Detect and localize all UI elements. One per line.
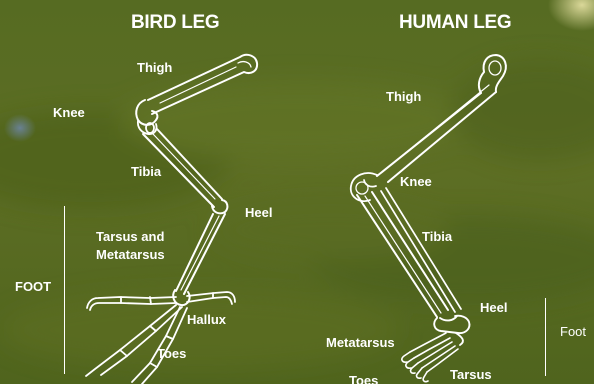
bird-tarsus-label-line2: Metatarsus: [96, 247, 165, 263]
human-foot-label: Foot: [560, 324, 586, 340]
human-tibia: [357, 192, 448, 317]
human-ankle-heel: [434, 316, 469, 345]
human-toes-label: Toes: [349, 373, 378, 384]
human-knee: [351, 173, 377, 201]
human-tibia-label: Tibia: [422, 229, 452, 245]
human-tarsus-label: Tarsus: [450, 367, 492, 383]
bird-foot-bracket: [64, 206, 65, 374]
human-foot-bracket: [545, 298, 546, 376]
bird-tibia-label: Tibia: [131, 164, 161, 180]
human-thigh-label: Thigh: [386, 89, 421, 105]
bird-heel-label: Heel: [245, 205, 272, 221]
bird-hallux-label: Hallux: [187, 312, 226, 328]
bird-foot-label: FOOT: [15, 279, 51, 295]
human-heel-label: Heel: [480, 300, 507, 316]
bird-thigh-label: Thigh: [137, 60, 172, 76]
human-femur: [377, 55, 506, 182]
human-knee-label: Knee: [400, 174, 432, 190]
human-metatarsus-label: Metatarsus: [326, 335, 395, 351]
bird-tarsus-label-line1: Tarsus and: [96, 229, 164, 245]
bird-toes-label: Toes: [157, 346, 186, 362]
bird-knee-label: Knee: [53, 105, 85, 121]
